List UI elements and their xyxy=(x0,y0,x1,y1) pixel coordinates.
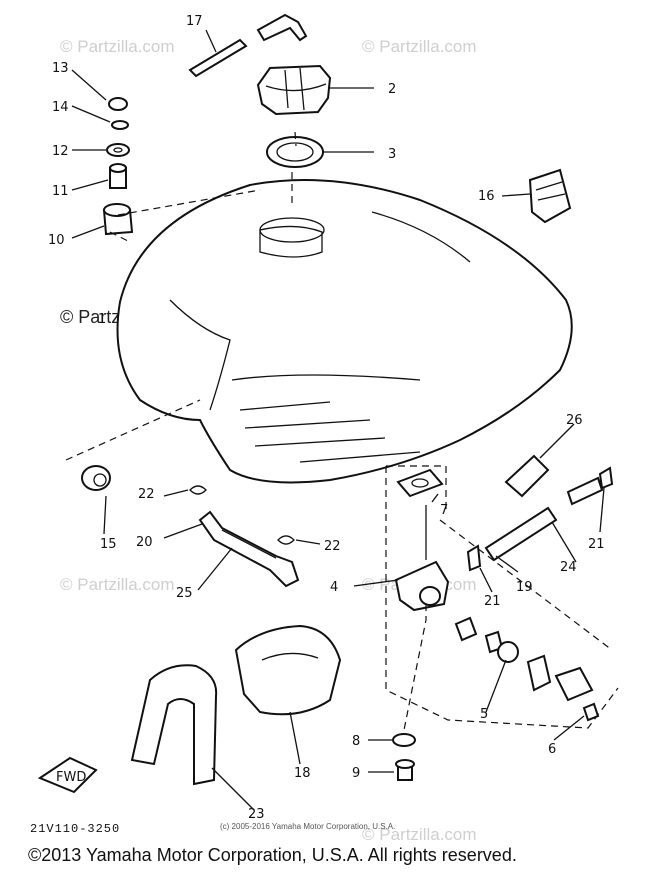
watermark: © Partzilla.com xyxy=(60,37,175,56)
callout-6: 6 xyxy=(548,742,556,757)
forward-arrow: FWD xyxy=(37,756,98,794)
watermark: © Partzilla.com xyxy=(362,825,477,844)
hose-20-25 xyxy=(198,510,300,588)
small-copyright: (c) 2005-2016 Yamaha Motor Corporation, … xyxy=(220,822,396,831)
pad-23 xyxy=(130,664,218,786)
callout-5: 5 xyxy=(480,707,488,722)
callout-25: 25 xyxy=(176,586,193,601)
emblem-16 xyxy=(528,168,572,224)
watermark: © Partzilla.com xyxy=(362,37,477,56)
callout-24: 24 xyxy=(560,560,577,575)
callout-21-left: 21 xyxy=(484,594,501,609)
clip-21-right xyxy=(598,466,614,490)
callout-12: 12 xyxy=(52,144,69,159)
washer-12 xyxy=(106,143,130,157)
screen-parts xyxy=(454,616,600,722)
gasket-7 xyxy=(396,468,444,498)
nut-13 xyxy=(108,97,128,111)
watermark: © Partzilla.com xyxy=(60,575,175,594)
callout-4: 4 xyxy=(330,580,338,595)
fwd-label: FWD xyxy=(56,770,86,785)
callout-15: 15 xyxy=(100,537,117,552)
cap-gasket-3 xyxy=(266,136,324,168)
grommet-15 xyxy=(81,465,111,491)
leader-lines xyxy=(71,29,605,811)
clip-21-left xyxy=(466,544,482,572)
clip-22-upper xyxy=(189,485,207,495)
callout-3: 3 xyxy=(388,147,396,162)
callout-2: 2 xyxy=(388,82,396,97)
callout-23: 23 xyxy=(248,807,265,822)
washer-14 xyxy=(111,120,129,130)
callout-17: 17 xyxy=(186,14,203,29)
callout-26: 26 xyxy=(566,413,583,428)
callout-14: 14 xyxy=(52,100,69,115)
collar-11 xyxy=(109,163,127,189)
callout-8: 8 xyxy=(352,734,360,749)
callout-20: 20 xyxy=(136,535,153,550)
callout-10: 10 xyxy=(48,233,65,248)
cap-26 xyxy=(504,454,550,498)
callout-1: 1 xyxy=(98,312,106,327)
callout-9: 9 xyxy=(352,766,360,781)
diagram-code: 21V110-3250 xyxy=(30,822,121,836)
damper-10 xyxy=(102,203,134,236)
callout-13: 13 xyxy=(52,61,69,76)
drain-bolt-9 xyxy=(395,759,415,781)
callout-21-right: 21 xyxy=(588,537,605,552)
clip-22-lower xyxy=(277,535,295,545)
callout-22-lower: 22 xyxy=(324,539,341,554)
fuel-tank-1 xyxy=(116,179,573,484)
callout-18: 18 xyxy=(294,766,311,781)
callout-11: 11 xyxy=(52,184,69,199)
hose-24 xyxy=(484,476,604,562)
washer-8 xyxy=(392,733,416,747)
fuel-cap-2 xyxy=(256,64,332,116)
callout-7: 7 xyxy=(440,503,448,518)
hose-17 xyxy=(188,13,308,78)
copyright-footer: ©2013 Yamaha Motor Corporation, U.S.A. A… xyxy=(28,845,517,865)
fuel-cock-4 xyxy=(394,505,450,612)
cover-18 xyxy=(234,624,342,716)
callout-19: 19 xyxy=(516,580,533,595)
callout-22-upper: 22 xyxy=(138,487,155,502)
callout-16: 16 xyxy=(478,189,495,204)
